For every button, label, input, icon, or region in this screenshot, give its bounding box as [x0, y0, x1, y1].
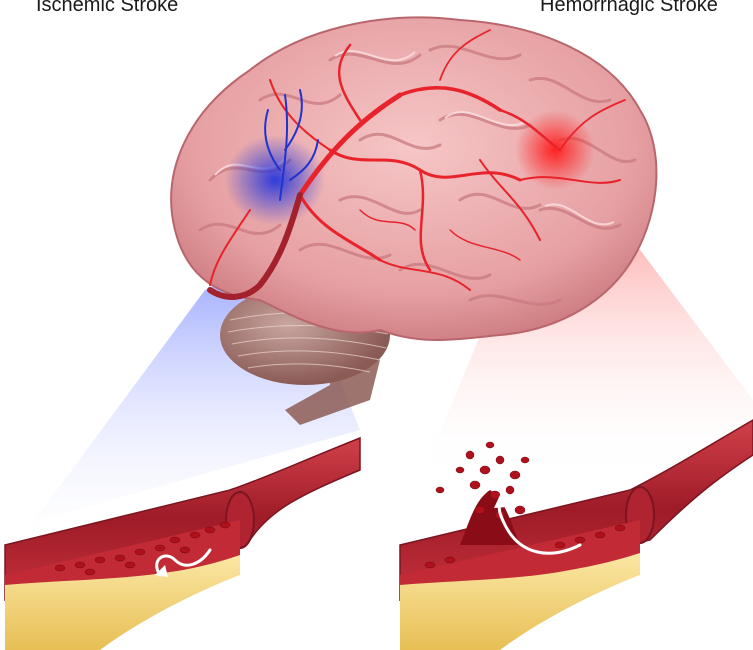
stroke-illustration	[0, 0, 753, 650]
